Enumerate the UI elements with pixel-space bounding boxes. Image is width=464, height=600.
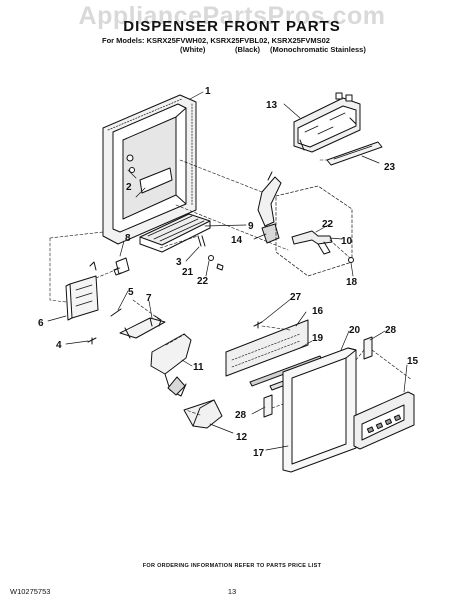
ordering-note: FOR ORDERING INFORMATION REFER TO PARTS …	[142, 563, 322, 569]
ice-chute-part	[183, 399, 223, 429]
callout-20: 20	[349, 325, 361, 336]
callout-21: 21	[182, 267, 194, 278]
callout-13: 13	[266, 100, 278, 111]
dispenser-module-part	[293, 92, 361, 153]
screw-part	[348, 257, 354, 263]
document-number: W10275753	[10, 587, 51, 596]
callout-4: 4	[56, 340, 62, 351]
ice-actuator-part	[257, 171, 282, 244]
callout-27: 27	[290, 292, 302, 303]
color-black: (Black)	[235, 45, 261, 54]
callout-15: 15	[407, 356, 419, 367]
lever-hardware-part	[197, 235, 224, 271]
spacer-part-top	[363, 336, 373, 360]
callout-5: 5	[128, 287, 134, 298]
bracket-part	[326, 141, 383, 166]
callout-8: 8	[125, 233, 131, 244]
water-paddle-part	[291, 230, 333, 255]
callout-17: 17	[253, 448, 265, 459]
callout-22-upper: 22	[322, 219, 334, 230]
callout-10: 10	[341, 236, 353, 247]
control-panel-part	[353, 391, 415, 450]
callout-16: 16	[312, 306, 324, 317]
callout-9: 9	[248, 221, 254, 232]
callout-3: 3	[176, 257, 182, 268]
page-title: DISPENSER FRONT PARTS	[123, 18, 341, 35]
rod-part	[110, 308, 122, 317]
callout-7: 7	[146, 293, 152, 304]
assembly-guide-lines	[49, 159, 413, 416]
panel-plate-part	[225, 319, 309, 377]
panel-screw-part	[253, 321, 263, 329]
flapper-door-part	[150, 333, 192, 397]
callout-19: 19	[312, 333, 324, 344]
callout-leader-lines	[47, 91, 408, 451]
callout-6: 6	[38, 318, 44, 329]
callout-23: 23	[384, 162, 396, 173]
callout-1: 1	[205, 86, 211, 97]
housing-frame-part	[102, 94, 197, 245]
front-frame-part	[282, 347, 357, 473]
models-line: For Models: KSRX25FVWH02, KSRX25FVBL02, …	[102, 36, 330, 45]
callout-22-lower: 22	[197, 276, 209, 287]
page-number: 13	[227, 587, 237, 596]
callout-18: 18	[346, 277, 358, 288]
spacer-part-bottom	[263, 394, 273, 418]
model-colors: (White) (Black) (Monochromatic Stainless…	[102, 45, 366, 55]
switch-housing-part	[65, 261, 99, 321]
callout-11: 11	[193, 362, 204, 373]
callout-28-upper: 28	[385, 325, 397, 336]
callout-12: 12	[236, 432, 248, 443]
small-screw-part	[87, 337, 97, 345]
callout-14: 14	[231, 235, 243, 246]
site-watermark: AppliancePartsPros.com	[78, 2, 386, 30]
mounting-bracket-part	[119, 315, 166, 339]
color-stainless: (Monochromatic Stainless)	[270, 45, 366, 54]
callout-28-lower: 28	[235, 410, 247, 421]
callout-2: 2	[126, 182, 132, 193]
color-white: (White)	[180, 45, 206, 54]
switch-part	[113, 257, 130, 276]
